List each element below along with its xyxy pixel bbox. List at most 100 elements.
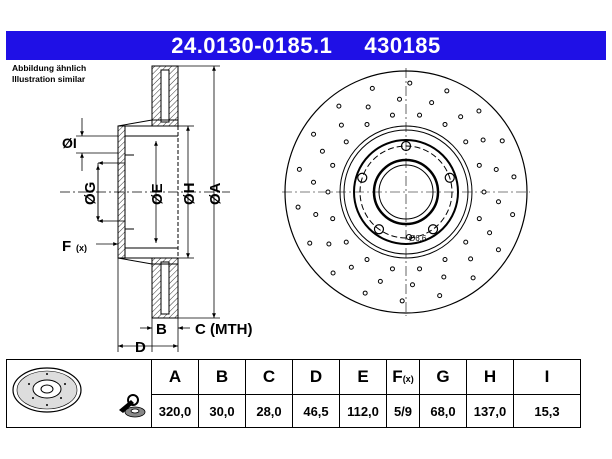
technical-drawing: ØI ØG ØE ØH ØA F (x) B C (MTH) D Ø6,6 (60, 65, 530, 356)
drill-hole (468, 256, 474, 262)
label-bolt-hole: Ø6,6 (409, 234, 427, 243)
header-A: A (151, 358, 199, 396)
value-A: 320,0 (151, 394, 199, 428)
header-B: B (198, 358, 246, 396)
drill-hole (476, 216, 482, 222)
bolt-hole (400, 140, 412, 152)
drill-hole (330, 162, 336, 168)
value-D: 46,5 (292, 394, 340, 428)
drill-hole (429, 100, 435, 106)
header-E: E (339, 358, 387, 396)
title-bar: 24.0130-0185.1 430185 (6, 31, 606, 60)
drill-hole (407, 80, 413, 86)
drill-hole (364, 121, 370, 127)
header-I: I (513, 358, 581, 396)
drill-hole (417, 266, 423, 272)
part-number: 24.0130-0185.1 (171, 33, 333, 58)
note-en: Illustration similar (12, 74, 86, 84)
note-de: Abbildung ähnlich (12, 63, 87, 73)
drill-hole (442, 121, 448, 127)
drill-hole (336, 103, 342, 109)
value-C: 28,0 (245, 394, 293, 428)
drill-hole (511, 174, 517, 180)
spec-table: A B C D E F(x) G H I 320,0 30,0 28,0 46,… (6, 358, 581, 428)
drill-hole (463, 139, 469, 145)
drill-hole (441, 274, 447, 280)
drill-holes (295, 80, 517, 304)
drill-hole (348, 264, 354, 270)
drill-hole (487, 230, 493, 236)
drill-hole (495, 199, 501, 205)
label-E: ØE (149, 183, 166, 205)
drill-hole (364, 257, 370, 263)
label-F-sub: (x) (76, 243, 87, 253)
label-A: ØA (207, 182, 224, 205)
label-G: ØG (82, 182, 99, 205)
drill-hole (295, 204, 301, 210)
drill-hole (442, 257, 448, 263)
drill-hole (389, 112, 395, 118)
bolt-hole (357, 172, 368, 183)
value-H: 137,0 (466, 394, 514, 428)
drill-hole (499, 138, 505, 144)
drill-hole (343, 139, 349, 145)
header-F: F(x) (386, 358, 420, 396)
drill-hole (296, 166, 302, 172)
drill-hole (495, 247, 501, 253)
drill-hole (313, 211, 319, 217)
header-D: D (292, 358, 340, 396)
drill-hole (463, 239, 469, 245)
drill-hole (417, 112, 423, 118)
label-D: D (135, 339, 146, 356)
brake-disc-icon (12, 367, 146, 418)
header-C: C (245, 358, 293, 396)
value-I: 15,3 (513, 394, 581, 428)
drill-hole (311, 179, 317, 185)
drill-hole (510, 212, 516, 218)
drill-hole (377, 278, 383, 284)
title-text: 24.0130-0185.1 430185 (6, 31, 606, 60)
value-E: 112,0 (339, 394, 387, 428)
value-B: 30,0 (198, 394, 246, 428)
drill-hole (458, 114, 464, 120)
drill-hole (365, 104, 371, 110)
centre-bore (378, 164, 434, 220)
label-I: ØI (62, 135, 77, 151)
drill-hole (319, 148, 325, 154)
drill-hole (338, 122, 344, 128)
wrench-icon (119, 394, 146, 418)
spec-header-row: A B C D E F(x) G H I (6, 358, 581, 428)
label-H: ØH (181, 183, 198, 206)
label-C: C (MTH) (195, 321, 252, 338)
drill-hole (397, 96, 403, 102)
drill-hole (470, 275, 476, 281)
header-G: G (419, 358, 467, 396)
drill-hole (399, 298, 405, 304)
drill-hole (389, 266, 395, 272)
disc-front-view (282, 68, 530, 316)
bolt-holes (357, 140, 455, 240)
drill-hole (481, 189, 487, 195)
drill-hole (476, 162, 482, 168)
drill-hole (476, 108, 482, 114)
drill-hole (326, 241, 332, 247)
drill-hole (480, 137, 486, 143)
drill-hole (493, 167, 499, 173)
icon-cell (6, 359, 152, 428)
ref-number: 430185 (364, 33, 441, 58)
disc-section-view (60, 65, 230, 319)
drill-hole (343, 239, 349, 245)
label-F: F (62, 238, 71, 255)
drill-hole (330, 270, 336, 276)
drill-hole (307, 240, 313, 246)
drill-hole (311, 131, 317, 137)
bolt-hole (444, 172, 455, 183)
drill-hole (325, 189, 331, 195)
centring-hole (406, 234, 412, 240)
drill-hole (362, 290, 368, 296)
drill-hole (437, 293, 443, 299)
value-G: 68,0 (419, 394, 467, 428)
value-F: 5/9 (386, 394, 420, 428)
drill-hole (444, 88, 450, 94)
header-H: H (466, 358, 514, 396)
